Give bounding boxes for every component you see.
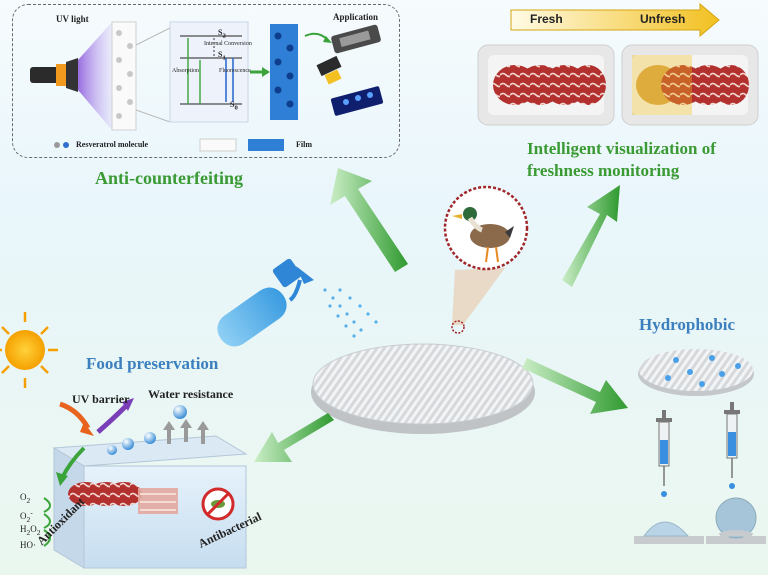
ros-arrows bbox=[43, 497, 51, 547]
water-droplets bbox=[107, 405, 187, 455]
application-images bbox=[316, 24, 384, 116]
duck-icon bbox=[452, 207, 514, 263]
internal-conversion-label: Internal Conversion bbox=[204, 41, 252, 47]
resveratrol-molecule-label: Resveratrol molecule bbox=[76, 140, 149, 149]
uv-beam bbox=[78, 22, 112, 130]
uv-barrier-label: UV barrier bbox=[72, 392, 130, 406]
sun-icon bbox=[0, 312, 58, 388]
s0-label: S0 bbox=[230, 100, 238, 112]
arrow-to-food-preservation bbox=[254, 413, 334, 462]
uv-incoming-arrow bbox=[59, 401, 91, 430]
h2o2-label: H2O2 bbox=[20, 524, 41, 537]
fluorescent-film-column bbox=[270, 24, 298, 120]
water-spray bbox=[323, 288, 378, 338]
o2-label: O2 bbox=[20, 492, 31, 505]
freshness-monitoring-title: Intelligent visualization of freshness m… bbox=[527, 138, 716, 182]
resveratrol-column bbox=[111, 21, 137, 131]
unfresh-label: Unfresh bbox=[640, 12, 686, 26]
freshness-gradient-arrow bbox=[510, 2, 720, 38]
antibacterial-icon bbox=[201, 487, 235, 521]
jablonski-diagram bbox=[169, 21, 249, 123]
uv-light-label: UV light bbox=[56, 14, 89, 24]
fresh-tray bbox=[477, 44, 615, 126]
s1-label: S1 bbox=[218, 50, 226, 62]
s2-label: S2 bbox=[218, 28, 226, 40]
legend-dot-blue bbox=[63, 142, 69, 148]
spray-bottle-icon bbox=[217, 258, 314, 347]
hydrophobic-title: Hydrophobic bbox=[639, 315, 736, 334]
fluorescence-label: Fluorescence bbox=[219, 68, 251, 74]
water-resistance-label: Water resistance bbox=[148, 387, 234, 401]
absorption-label: Absorption bbox=[172, 68, 199, 74]
packaging-box bbox=[52, 435, 248, 569]
syringe-left-icon bbox=[656, 410, 672, 497]
fresh-label: Fresh bbox=[530, 12, 563, 26]
uv-flashlight-icon bbox=[30, 58, 78, 92]
central-film-disc bbox=[311, 343, 535, 434]
food-preservation-title: Food preservation bbox=[86, 354, 219, 373]
legend-film-plain bbox=[199, 138, 237, 152]
unfresh-tray bbox=[621, 44, 759, 126]
uv-reflected-arrow bbox=[96, 404, 128, 434]
freshness-title-line2: freshness monitoring bbox=[527, 161, 680, 180]
film-label: Film bbox=[296, 140, 312, 149]
arrow-to-freshness bbox=[562, 185, 620, 287]
hydrophobic-film bbox=[638, 349, 754, 396]
anti-counterfeiting-panel bbox=[12, 4, 400, 158]
arrow-to-hydrophobic bbox=[522, 358, 628, 414]
arrow-to-anticounterfeiting bbox=[330, 168, 408, 272]
legend-dot-gray bbox=[54, 142, 60, 148]
o2-radical-label: O2- bbox=[20, 508, 33, 524]
magnifier-spot bbox=[451, 320, 465, 334]
freshness-title-line1: Intelligent visualization of bbox=[527, 139, 716, 158]
contact-angle-droplets bbox=[634, 497, 766, 544]
application-label: Application bbox=[333, 12, 379, 22]
magnifier-cone bbox=[452, 268, 505, 325]
water-resistance-arrows bbox=[163, 419, 209, 444]
syringe-right-icon bbox=[724, 402, 740, 489]
legend-film-blue bbox=[248, 139, 284, 151]
anti-counterfeiting-title: Anti-counterfeiting bbox=[95, 168, 243, 188]
hydroxyl-label: HO· bbox=[20, 540, 36, 550]
